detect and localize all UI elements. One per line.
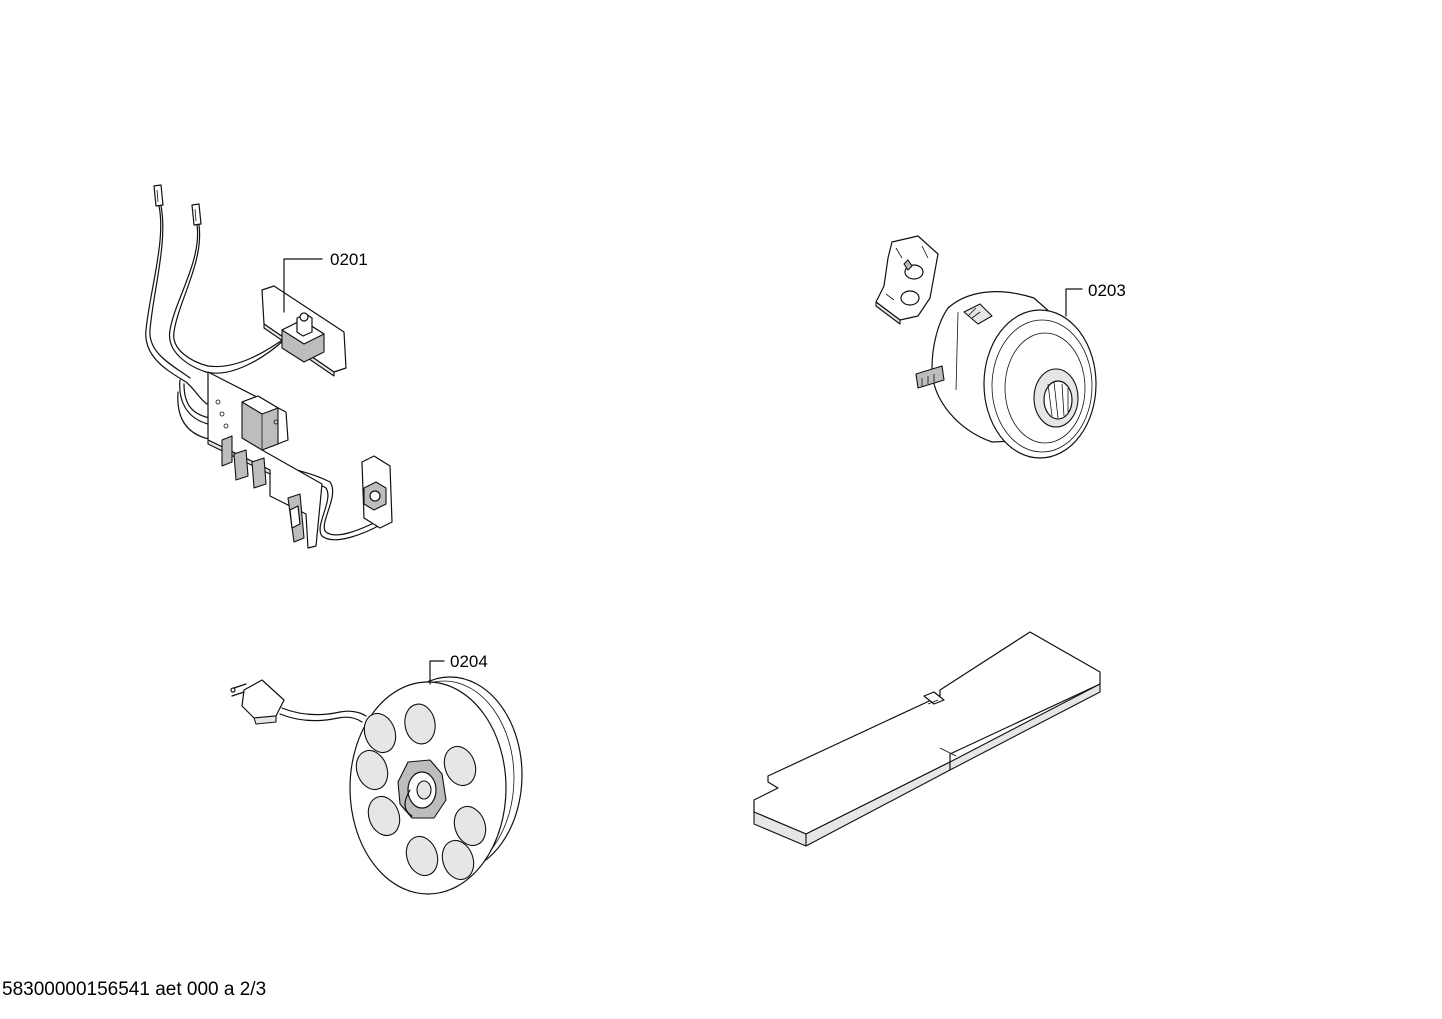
- power-cable: [281, 707, 367, 717]
- callout-0204: 0204: [429, 652, 488, 685]
- spade-connector: [153, 184, 164, 207]
- mains-plug: [230, 679, 285, 725]
- spade-connector: [191, 203, 202, 226]
- motor-fan-housing: [983, 309, 1097, 459]
- reel-holes: [355, 703, 487, 881]
- upper-circuit-board: [261, 285, 347, 377]
- cable-reel-assembly: [230, 676, 523, 895]
- motor-bracket: [875, 235, 939, 325]
- callout-0201: 0201: [283, 250, 368, 313]
- part-number-label: 0204: [450, 652, 488, 671]
- harness-wires: [145, 205, 383, 541]
- part-number-label: 0201: [330, 250, 368, 269]
- motor-assembly: [875, 235, 1097, 459]
- switch-plate: [361, 455, 393, 529]
- callout-0203: 0203: [1065, 281, 1126, 317]
- part-number-label: 0203: [1088, 281, 1126, 300]
- cable-reel: [349, 676, 523, 895]
- main-circuit-board: [207, 371, 323, 549]
- flat-insulating-plate: [753, 631, 1101, 847]
- document-footer: 58300000156541 aet 000 a 2/3: [2, 979, 267, 1000]
- wiring-harness-assembly: [145, 184, 393, 549]
- reel-hub: [397, 759, 447, 819]
